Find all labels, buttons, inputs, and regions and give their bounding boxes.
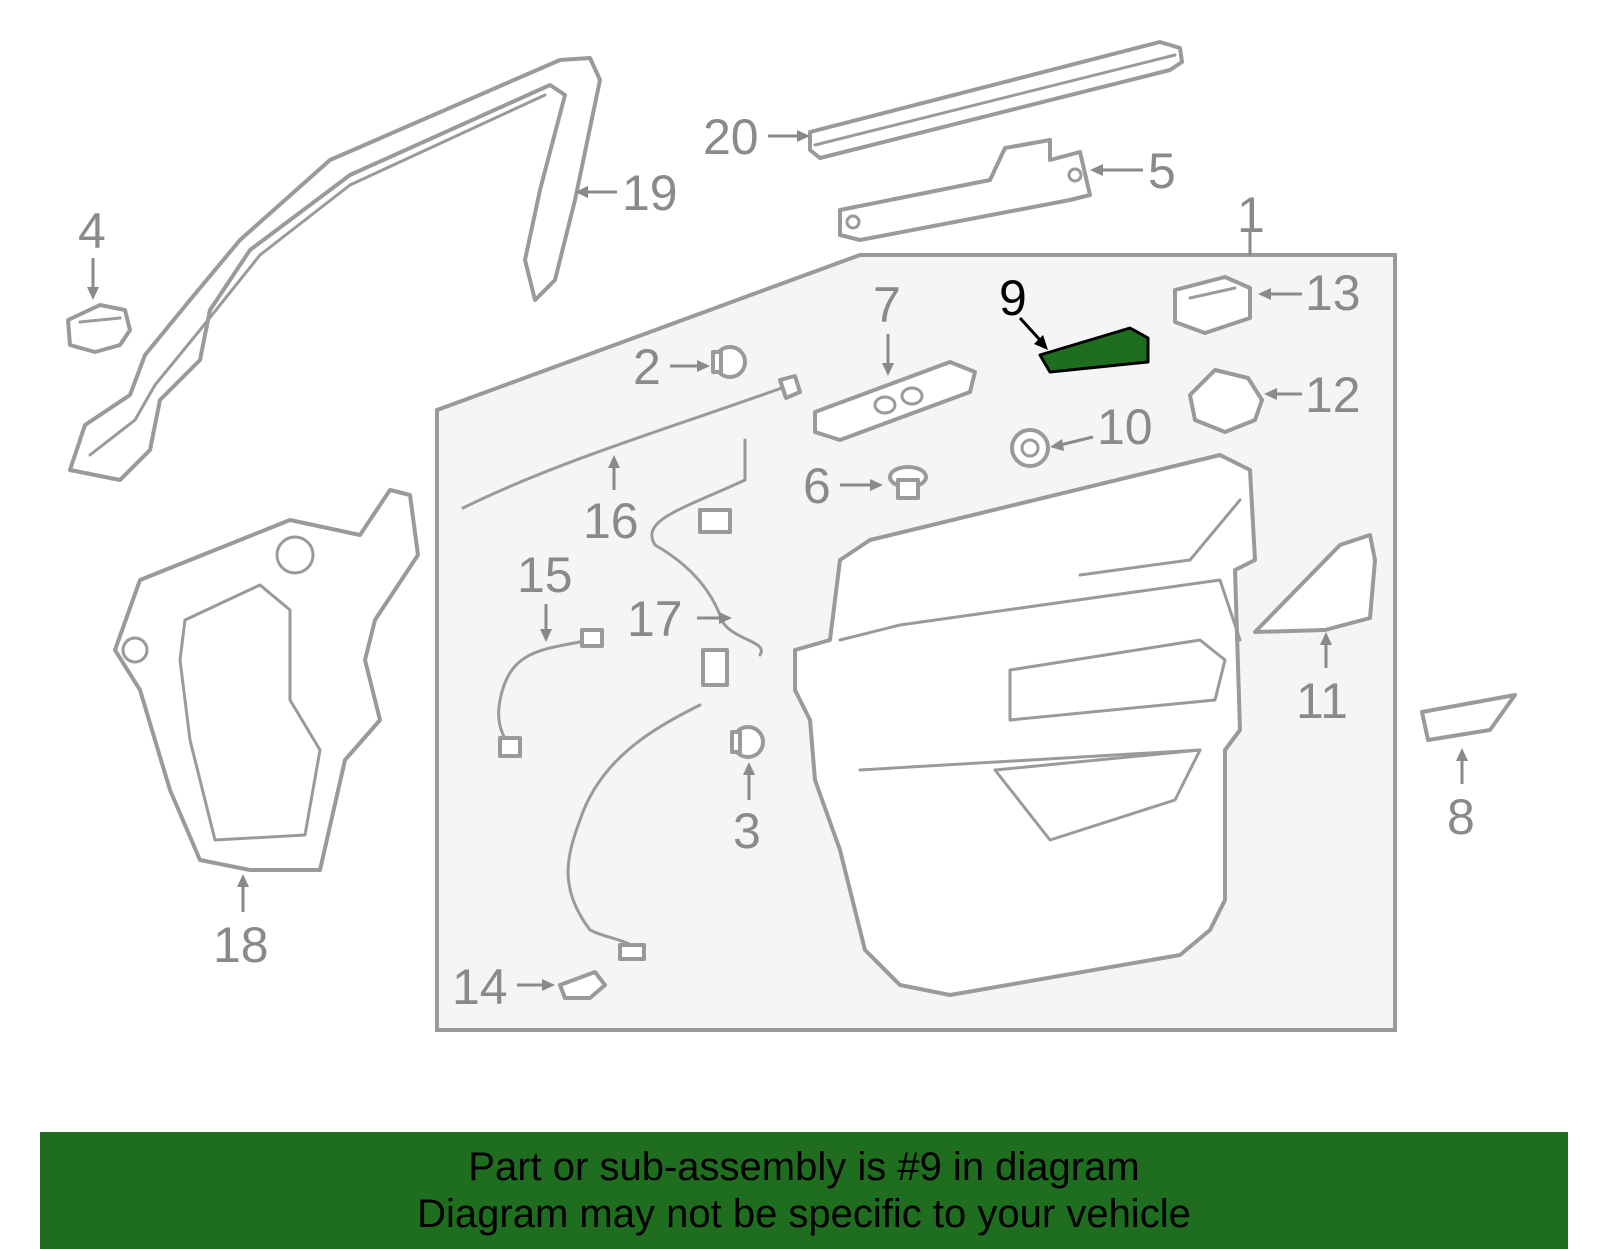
- callout-20: 20: [703, 109, 759, 165]
- callout-15: 15: [517, 547, 573, 603]
- part-12-switch[interactable]: [1188, 368, 1264, 434]
- part-13-window-switch[interactable]: [1173, 275, 1252, 335]
- callout-3: 3: [733, 803, 761, 859]
- callout-4: 4: [78, 203, 106, 259]
- callout-9: 9: [999, 270, 1027, 326]
- callout-11: 11: [1296, 673, 1348, 729]
- part-9-highlighted[interactable]: [1038, 326, 1150, 374]
- door-trim-panel[interactable]: [793, 453, 1257, 997]
- callout-16: 16: [583, 493, 639, 549]
- callout-2: 2: [633, 339, 661, 395]
- part-8-trim[interactable]: [1420, 693, 1517, 742]
- leader-lines: [87, 130, 1468, 991]
- part-17-harness[interactable]: [650, 438, 763, 687]
- part-6-plug[interactable]: [888, 465, 928, 500]
- callout-7: 7: [873, 277, 901, 333]
- info-banner: Part or sub-assembly is #9 in diagram Di…: [40, 1132, 1568, 1249]
- banner-line-part-info: Part or sub-assembly is #9 in diagram: [468, 1144, 1140, 1189]
- part-5-bracket[interactable]: [838, 138, 1092, 242]
- banner-line-disclaimer: Diagram may not be specific to your vehi…: [417, 1191, 1191, 1236]
- part-11-trim[interactable]: [1253, 533, 1377, 634]
- callout-19: 19: [622, 165, 678, 221]
- part-18-water-deflector[interactable]: [113, 488, 420, 872]
- part-16-cable[interactable]: [461, 374, 802, 510]
- part-3-pushpin[interactable]: [730, 725, 765, 759]
- callout-12: 12: [1305, 367, 1361, 423]
- callout-1: 1: [1237, 187, 1265, 243]
- callout-5: 5: [1148, 143, 1176, 199]
- part-14-bracket[interactable]: [558, 970, 607, 1000]
- callout-14: 14: [452, 959, 508, 1015]
- callout-18: 18: [213, 917, 269, 973]
- callout-10: 10: [1097, 399, 1153, 455]
- callout-6: 6: [803, 458, 831, 514]
- part-10-grommet[interactable]: [1010, 428, 1050, 468]
- part-4-clip[interactable]: [66, 303, 132, 354]
- callout-labels: 1 2 3 4 5 6 7 8 9 10 11 12 13 14 15 16 1…: [78, 109, 1475, 1015]
- callout-17: 17: [627, 591, 683, 647]
- part-15-harness[interactable]: [497, 628, 702, 961]
- part-7-inside-handle[interactable]: [813, 360, 977, 442]
- part-19-window-molding[interactable]: [68, 56, 602, 482]
- part-20-belt-molding[interactable]: [808, 40, 1184, 160]
- part-2-pushpin[interactable]: [711, 345, 747, 379]
- callout-8: 8: [1447, 789, 1475, 845]
- callout-13: 13: [1305, 265, 1361, 321]
